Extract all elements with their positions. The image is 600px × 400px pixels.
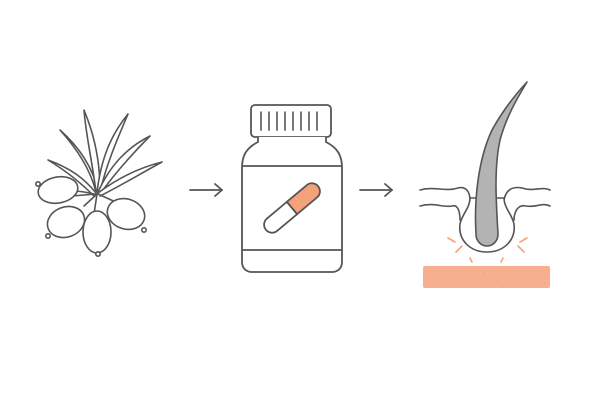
hair-follicle-icon <box>419 81 551 288</box>
arrow-right-icon <box>189 183 223 197</box>
skin-layer-lines <box>419 186 551 221</box>
saw-palmetto-plant-icon <box>34 109 163 258</box>
bottle-label <box>242 165 342 251</box>
palmetto-berries <box>34 175 148 258</box>
scalp-base <box>423 266 550 288</box>
bottle-cap <box>250 104 332 138</box>
arrow-right-icon <box>359 183 393 197</box>
supplement-bottle-icon <box>241 104 343 273</box>
hair-shaft <box>474 81 528 247</box>
capsule-icon <box>263 182 321 234</box>
palm-fronds <box>45 109 163 197</box>
activity-rays <box>447 237 528 263</box>
